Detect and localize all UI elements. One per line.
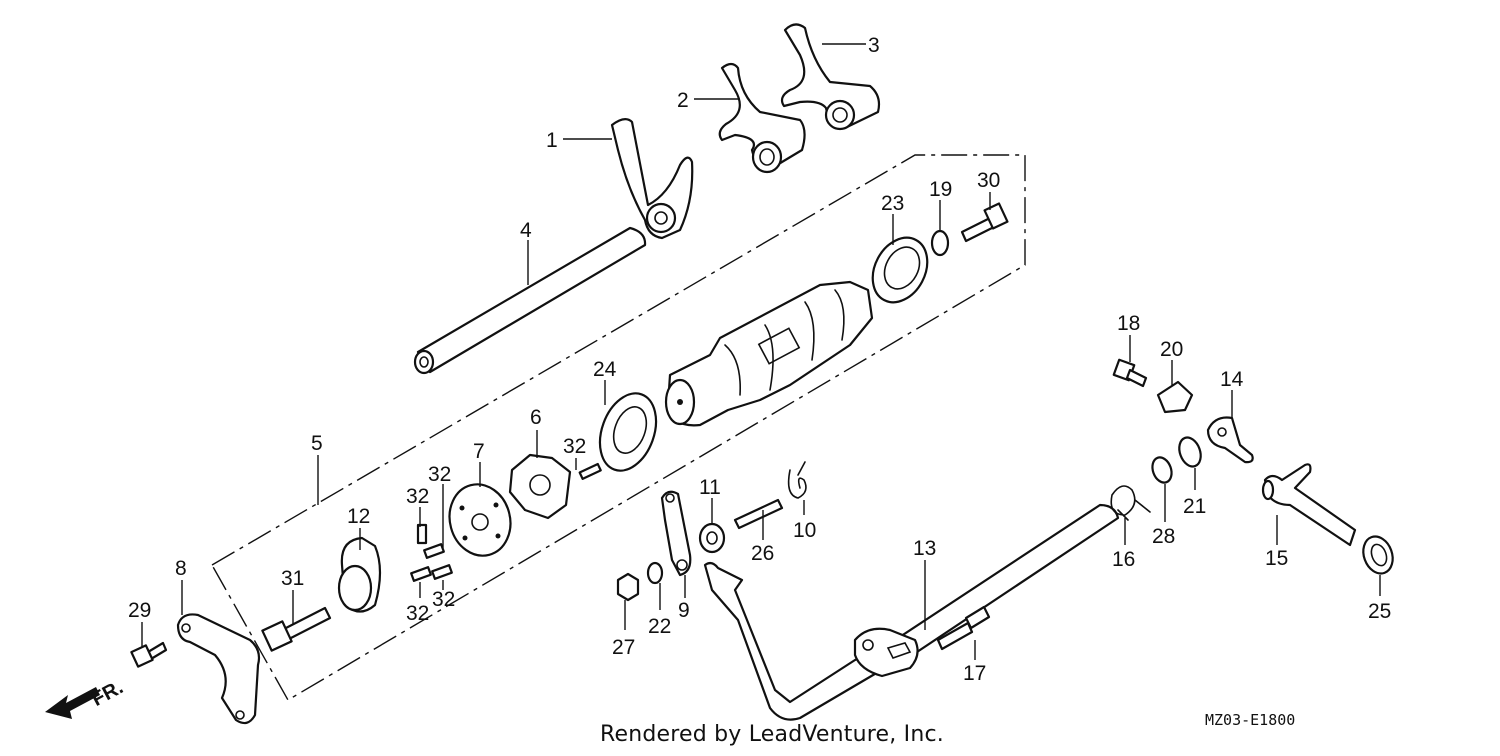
front-arrow-label: FR.: [88, 676, 127, 711]
stud-bolt-26: [733, 498, 784, 530]
drum-center-6: [508, 453, 572, 520]
bearing-24: [598, 392, 658, 472]
stopper-plate-20: [1156, 380, 1194, 414]
callout-23: 23: [881, 192, 904, 215]
callout-20: 20: [1160, 338, 1183, 361]
leader-lines: [141, 43, 1381, 660]
callout-4: 4: [520, 219, 532, 242]
callout-6: 6: [530, 406, 542, 429]
bolt-30: [960, 202, 1009, 243]
callout-31: 31: [281, 567, 304, 590]
callout-13: 13: [913, 537, 936, 560]
shift-fork-3: [780, 23, 881, 131]
callout-32-d: 32: [406, 602, 429, 625]
shift-fork-2: [718, 62, 806, 174]
bearing-23: [871, 236, 929, 304]
callout-12: 12: [347, 505, 370, 528]
callout-32-e: 32: [432, 588, 455, 611]
gearshift-spindle-13: [703, 503, 1120, 721]
callout-22: 22: [648, 615, 671, 638]
callout-18: 18: [1117, 312, 1140, 335]
callout-30: 30: [977, 169, 1000, 192]
front-direction-arrow: [45, 687, 100, 719]
circlip-28: [1151, 456, 1173, 484]
callout-28: 28: [1152, 525, 1175, 548]
nut-27: [616, 572, 640, 602]
callout-19: 19: [929, 178, 952, 201]
washer-21: [1178, 436, 1202, 468]
callout-32-a: 32: [563, 435, 586, 458]
dowel-pin-32-d: [410, 566, 432, 582]
callout-5: 5: [311, 432, 323, 455]
callout-9: 9: [678, 599, 690, 622]
callout-3: 3: [868, 34, 880, 57]
callout-7: 7: [473, 440, 485, 463]
pin-17: [936, 605, 991, 651]
credit-text: Rendered by LeadVenture, Inc.: [600, 722, 944, 747]
diagram-code: MZ03-E1800: [1205, 711, 1296, 729]
return-spring-10: [787, 461, 807, 499]
callout-25: 25: [1368, 600, 1391, 623]
shift-fork-1: [610, 118, 694, 240]
collar-11: [698, 522, 726, 554]
callout-24: 24: [593, 358, 617, 381]
callout-11: 11: [699, 476, 721, 499]
washer-22: [646, 561, 664, 585]
callout-1: 1: [546, 129, 558, 152]
callout-32-c: 32: [406, 485, 429, 508]
callout-15: 15: [1265, 547, 1288, 570]
callout-17: 17: [963, 662, 986, 685]
dowel-pin-32-b: [416, 523, 428, 545]
shift-arm-14: [1206, 416, 1254, 464]
bolt-31: [261, 606, 332, 652]
plate-8: [176, 613, 261, 725]
bolt-29: [130, 641, 168, 668]
callout-8: 8: [175, 557, 187, 580]
callout-2: 2: [677, 89, 689, 112]
stopper-arm-9: [660, 490, 692, 577]
callout-labels: 1 2 3 4 5 6 7 8 9 10 11 12 13 14 15 16 1…: [88, 34, 1391, 711]
shift-drum: [664, 280, 874, 427]
bolt-18: [1112, 358, 1148, 388]
washer-19: [930, 229, 950, 257]
gearshift-shaft-15: [1261, 463, 1357, 547]
callout-16: 16: [1112, 548, 1135, 571]
dowel-pin-32-c: [423, 543, 445, 559]
oil-seal-25: [1362, 535, 1394, 575]
fork-shaft-4: [413, 226, 647, 375]
stopper-plate-7: [448, 483, 512, 557]
callout-10: 10: [793, 519, 816, 542]
callout-27: 27: [612, 636, 635, 659]
dowel-pin-32-e: [431, 564, 453, 580]
callout-14: 14: [1220, 368, 1244, 391]
assembly-frame: [211, 154, 1026, 701]
callout-26: 26: [751, 542, 774, 565]
dowel-pin-32-a: [578, 462, 602, 480]
callout-21: 21: [1183, 495, 1206, 518]
callout-29: 29: [128, 599, 151, 622]
collar-12: [337, 536, 382, 613]
spring-16: [1110, 485, 1151, 521]
callout-32-b: 32: [428, 463, 451, 486]
